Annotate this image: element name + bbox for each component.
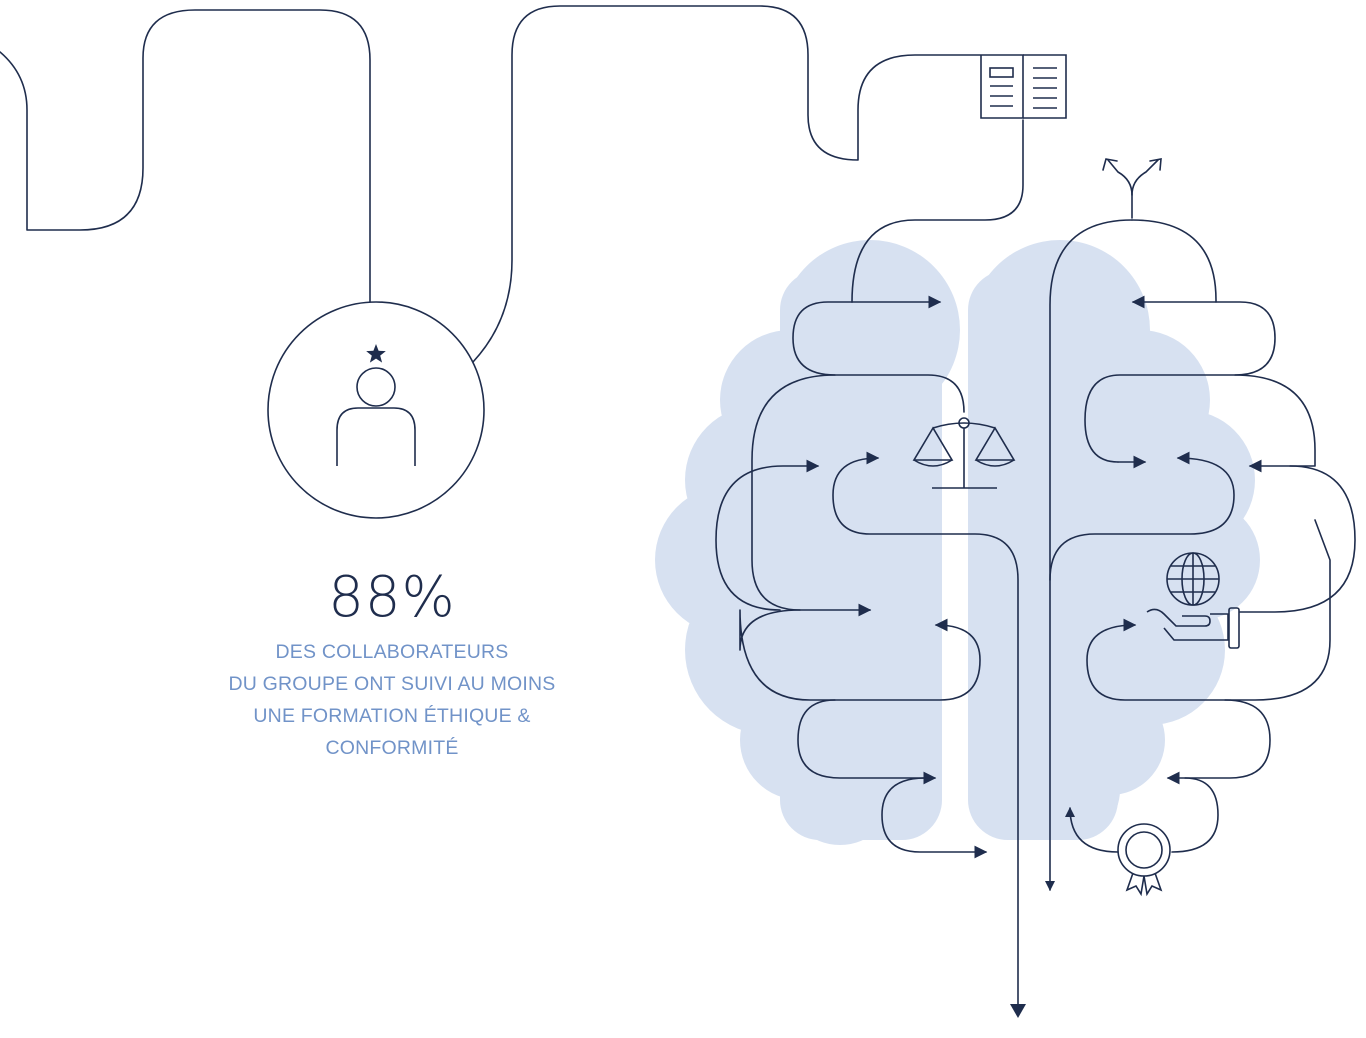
right-loop-4 — [1049, 451, 1235, 581]
right-loop-5 — [1239, 465, 1356, 613]
journey-line-book-to-brain — [851, 119, 1024, 303]
stat-caption-line: UNE FORMATION ÉTHIQUE & — [253, 705, 531, 727]
stat-caption-line: DES COLLABORATEURS — [275, 641, 509, 663]
award-icon — [1117, 823, 1171, 897]
person-star-icon — [267, 301, 485, 519]
journey-line-top-middle — [472, 5, 981, 363]
statistic-block: 88% DES COLLABORATEURS DU GROUPE ONT SUI… — [192, 560, 592, 764]
left-loop-4 — [739, 609, 981, 701]
right-trunk — [1045, 219, 1133, 891]
left-loop-7 — [797, 699, 937, 785]
brain-silhouette — [655, 240, 1260, 845]
exit-arrow — [1010, 1004, 1026, 1018]
brain-left-hemisphere — [655, 240, 960, 845]
globe-hand-icon — [1146, 552, 1240, 649]
branch-arrows-icon — [1102, 158, 1162, 219]
right-loop-3 — [1234, 374, 1316, 473]
left-loop-8 — [881, 777, 988, 859]
book-icon — [980, 54, 1067, 119]
left-loop-3 — [751, 374, 872, 617]
stat-value: 88% — [328, 565, 456, 630]
brain-right-hemisphere — [968, 240, 1260, 840]
right-loop-8 — [1070, 777, 1219, 853]
journey-line-top-left — [0, 9, 371, 303]
stat-caption-line: DU GROUPE ONT SUIVI AU MOINS — [228, 673, 556, 695]
stat-caption: DES COLLABORATEURS DU GROUPE ONT SUIVI A… — [192, 636, 592, 764]
left-loop-6 — [832, 451, 1019, 1011]
right-loop-7 — [1166, 699, 1271, 785]
right-loop-6 — [1086, 519, 1331, 701]
right-loop-1 — [1131, 219, 1217, 309]
left-loop-5 — [715, 466, 818, 611]
stat-caption-line: CONFORMITÉ — [325, 737, 459, 759]
scales-icon — [912, 417, 1016, 489]
left-loop-2 — [792, 301, 965, 413]
